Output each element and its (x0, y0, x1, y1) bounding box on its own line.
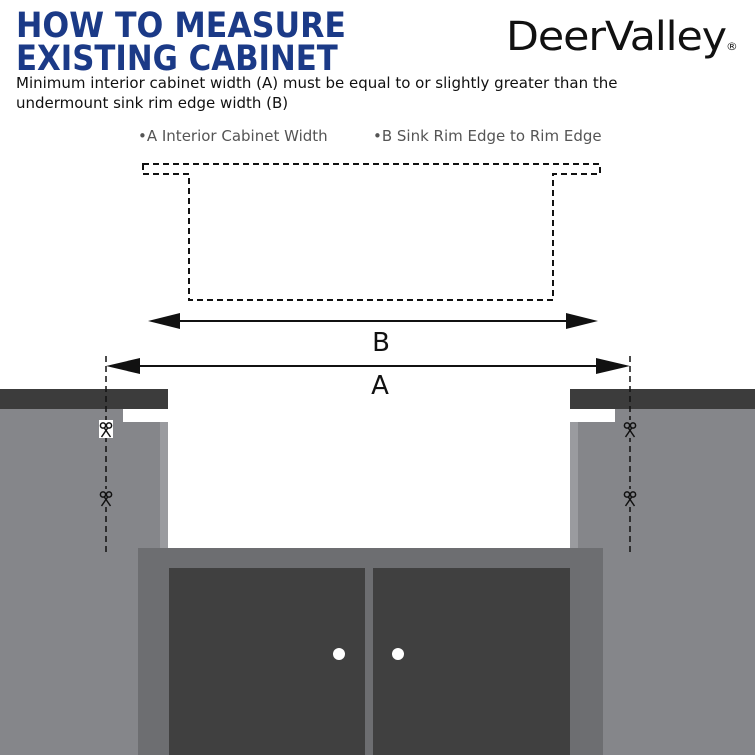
legend-b-label: •B Sink Rim Edge to Rim Edge (373, 127, 602, 145)
dimension-b-label: B (372, 328, 390, 358)
door-knob-right (392, 648, 404, 660)
inner-wall-right (570, 422, 578, 548)
rim-ledge-right (570, 409, 615, 422)
inner-wall-left (160, 422, 168, 548)
brand-name: DeerValley (506, 14, 727, 60)
cabinet-door-right[interactable] (373, 568, 570, 755)
subtitle: Minimum interior cabinet width (A) must … (16, 74, 618, 112)
title-line-1: HOW TO MEASURE (16, 6, 346, 46)
rim-ledge-left (123, 409, 168, 422)
brand-logo: DeerValley® (506, 10, 738, 64)
dimension-b-arrow (148, 313, 598, 329)
dimension-a-arrow (106, 358, 630, 374)
legend-a-label: •A Interior Cabinet Width (138, 127, 328, 145)
countertop-left (0, 389, 168, 409)
door-knob-left (333, 648, 345, 660)
countertop-right (570, 389, 755, 409)
sink-outline (142, 163, 601, 301)
dimension-a-label: A (371, 371, 389, 401)
cabinet-door-left[interactable] (169, 568, 365, 755)
registered-mark: ® (725, 40, 738, 53)
title-line-2: EXISTING CABINET (16, 39, 338, 79)
